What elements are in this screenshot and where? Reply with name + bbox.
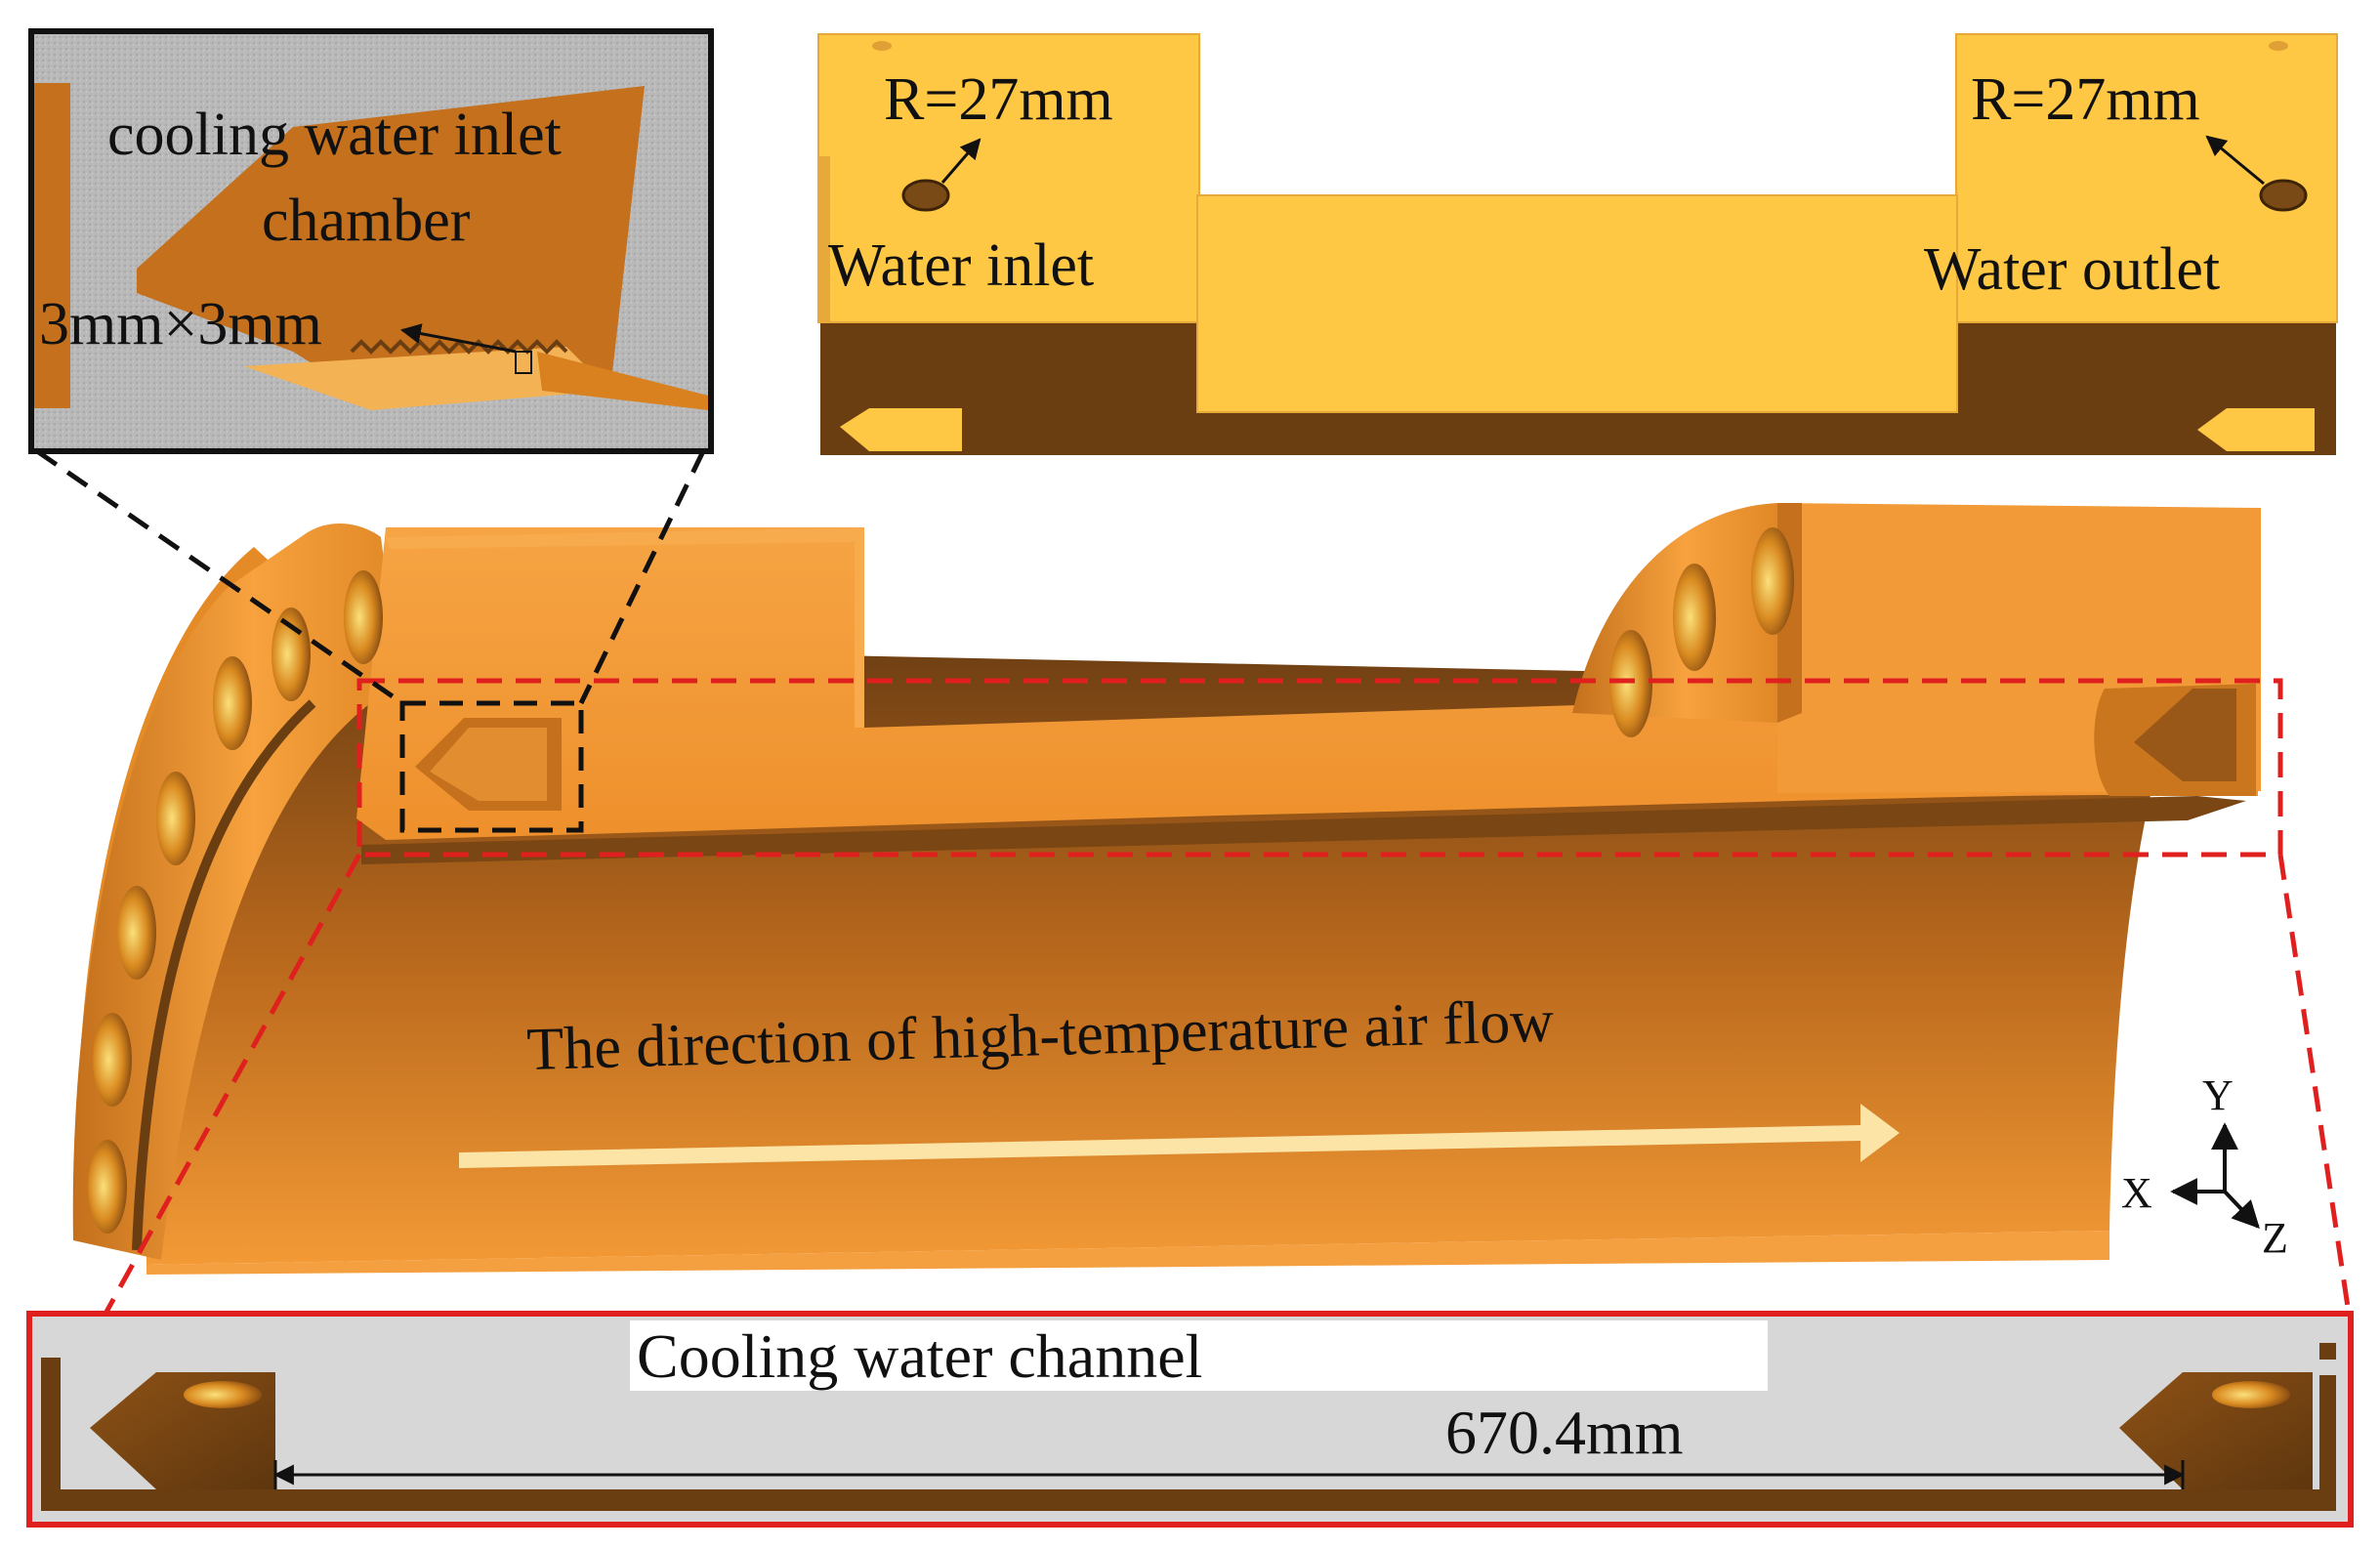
inlet-radius-label: R=27mm [884,66,1113,133]
water-outlet-hole [2259,179,2308,212]
channel-title: Cooling water channel [637,1321,1202,1391]
inlet-radius-leader [940,138,981,184]
inset-left-wall [31,83,70,408]
channel-base-strip [41,1489,2336,1511]
bolt-hole [156,772,195,865]
bolt-hole [271,607,311,701]
top-view: R=27mm R=27mm Water inlet Water outlet [817,33,2338,455]
top-view-bolt-hole-right [2269,41,2288,51]
top-view-left-edge [818,156,830,322]
channel-length-label: 670.4mm [1445,1398,1684,1467]
inlet-zoom-box [399,700,584,833]
z-axis-label: Z [2262,1214,2288,1262]
inset-zoom-line-right [578,449,706,705]
channel-outlet-hole [2212,1381,2290,1408]
top-view-left-block [817,33,1200,323]
nozzle-component: The direction of high-temperature air fl… [72,503,2261,1275]
inlet-chamber-label-line2: chamber [262,188,471,254]
top-view-inlet-chamber [840,408,962,451]
water-inlet-label: Water inlet [828,232,1094,299]
zoom-line-right [2277,854,2352,1315]
groove-size-label: 3mm×3mm [39,291,322,357]
inlet-inset: cooling water inlet chamber 3mm×3mm [28,28,714,833]
inlet-chamber-slot [430,728,547,801]
x-axis-label: X [2121,1169,2152,1217]
outlet-radius-label: R=27mm [1971,66,2200,133]
bolt-hole [213,656,252,750]
z-axis-arrow [2223,1190,2260,1230]
top-view-bolt-hole-left [872,41,892,51]
bolt-hole [1609,630,1652,737]
inset-frame [28,28,714,454]
bolt-hole [344,570,383,664]
water-inlet-hole [901,179,950,212]
left-boss-top [386,527,864,728]
groove-cell-marker [515,351,532,374]
bolt-hole [1673,564,1716,671]
channel-right-corner [2319,1343,2336,1360]
inset-chamber-wall [137,86,645,400]
bolt-hole [117,886,156,980]
channel-highlight [103,678,2352,1316]
flange-bolt-holes [88,527,1794,1234]
inset-chamber-floor [244,347,610,410]
flow-direction-arrow [459,1104,1900,1168]
water-outlet-label: Water outlet [1924,236,2220,303]
top-view-right-block [1955,33,2338,323]
bolt-hole [88,1140,127,1234]
inset-rail [537,352,708,410]
duct-front-edge [146,1231,2109,1275]
bolt-hole [93,1013,132,1107]
coordinate-axes: Y X Z [2121,1071,2288,1262]
groove-size-leader [399,323,517,354]
channel-title-backdrop [630,1320,1768,1391]
zoom-line-left [103,853,362,1316]
channel-right-wall [2319,1375,2336,1492]
channel-left-wall [41,1358,61,1504]
top-face-shadow-edge [361,796,2246,864]
top-view-center-channel [1196,194,1958,413]
flange-groove [132,699,316,1251]
top-view-outlet-chamber [2197,408,2315,451]
y-axis-label: Y [2202,1071,2234,1119]
inlet-chamber-label-line1: cooling water inlet [107,102,562,168]
channel-highlight-box [356,678,2283,858]
outlet-radius-leader [2205,135,2265,186]
cooling-channel-view: Cooling water channel 670.4mm [26,1311,2354,1528]
bolt-hole [1751,527,1794,635]
channel-inlet-hole [184,1381,262,1408]
channel-view-frame [26,1311,2354,1528]
outlet-chamber-slot [2134,689,2236,781]
